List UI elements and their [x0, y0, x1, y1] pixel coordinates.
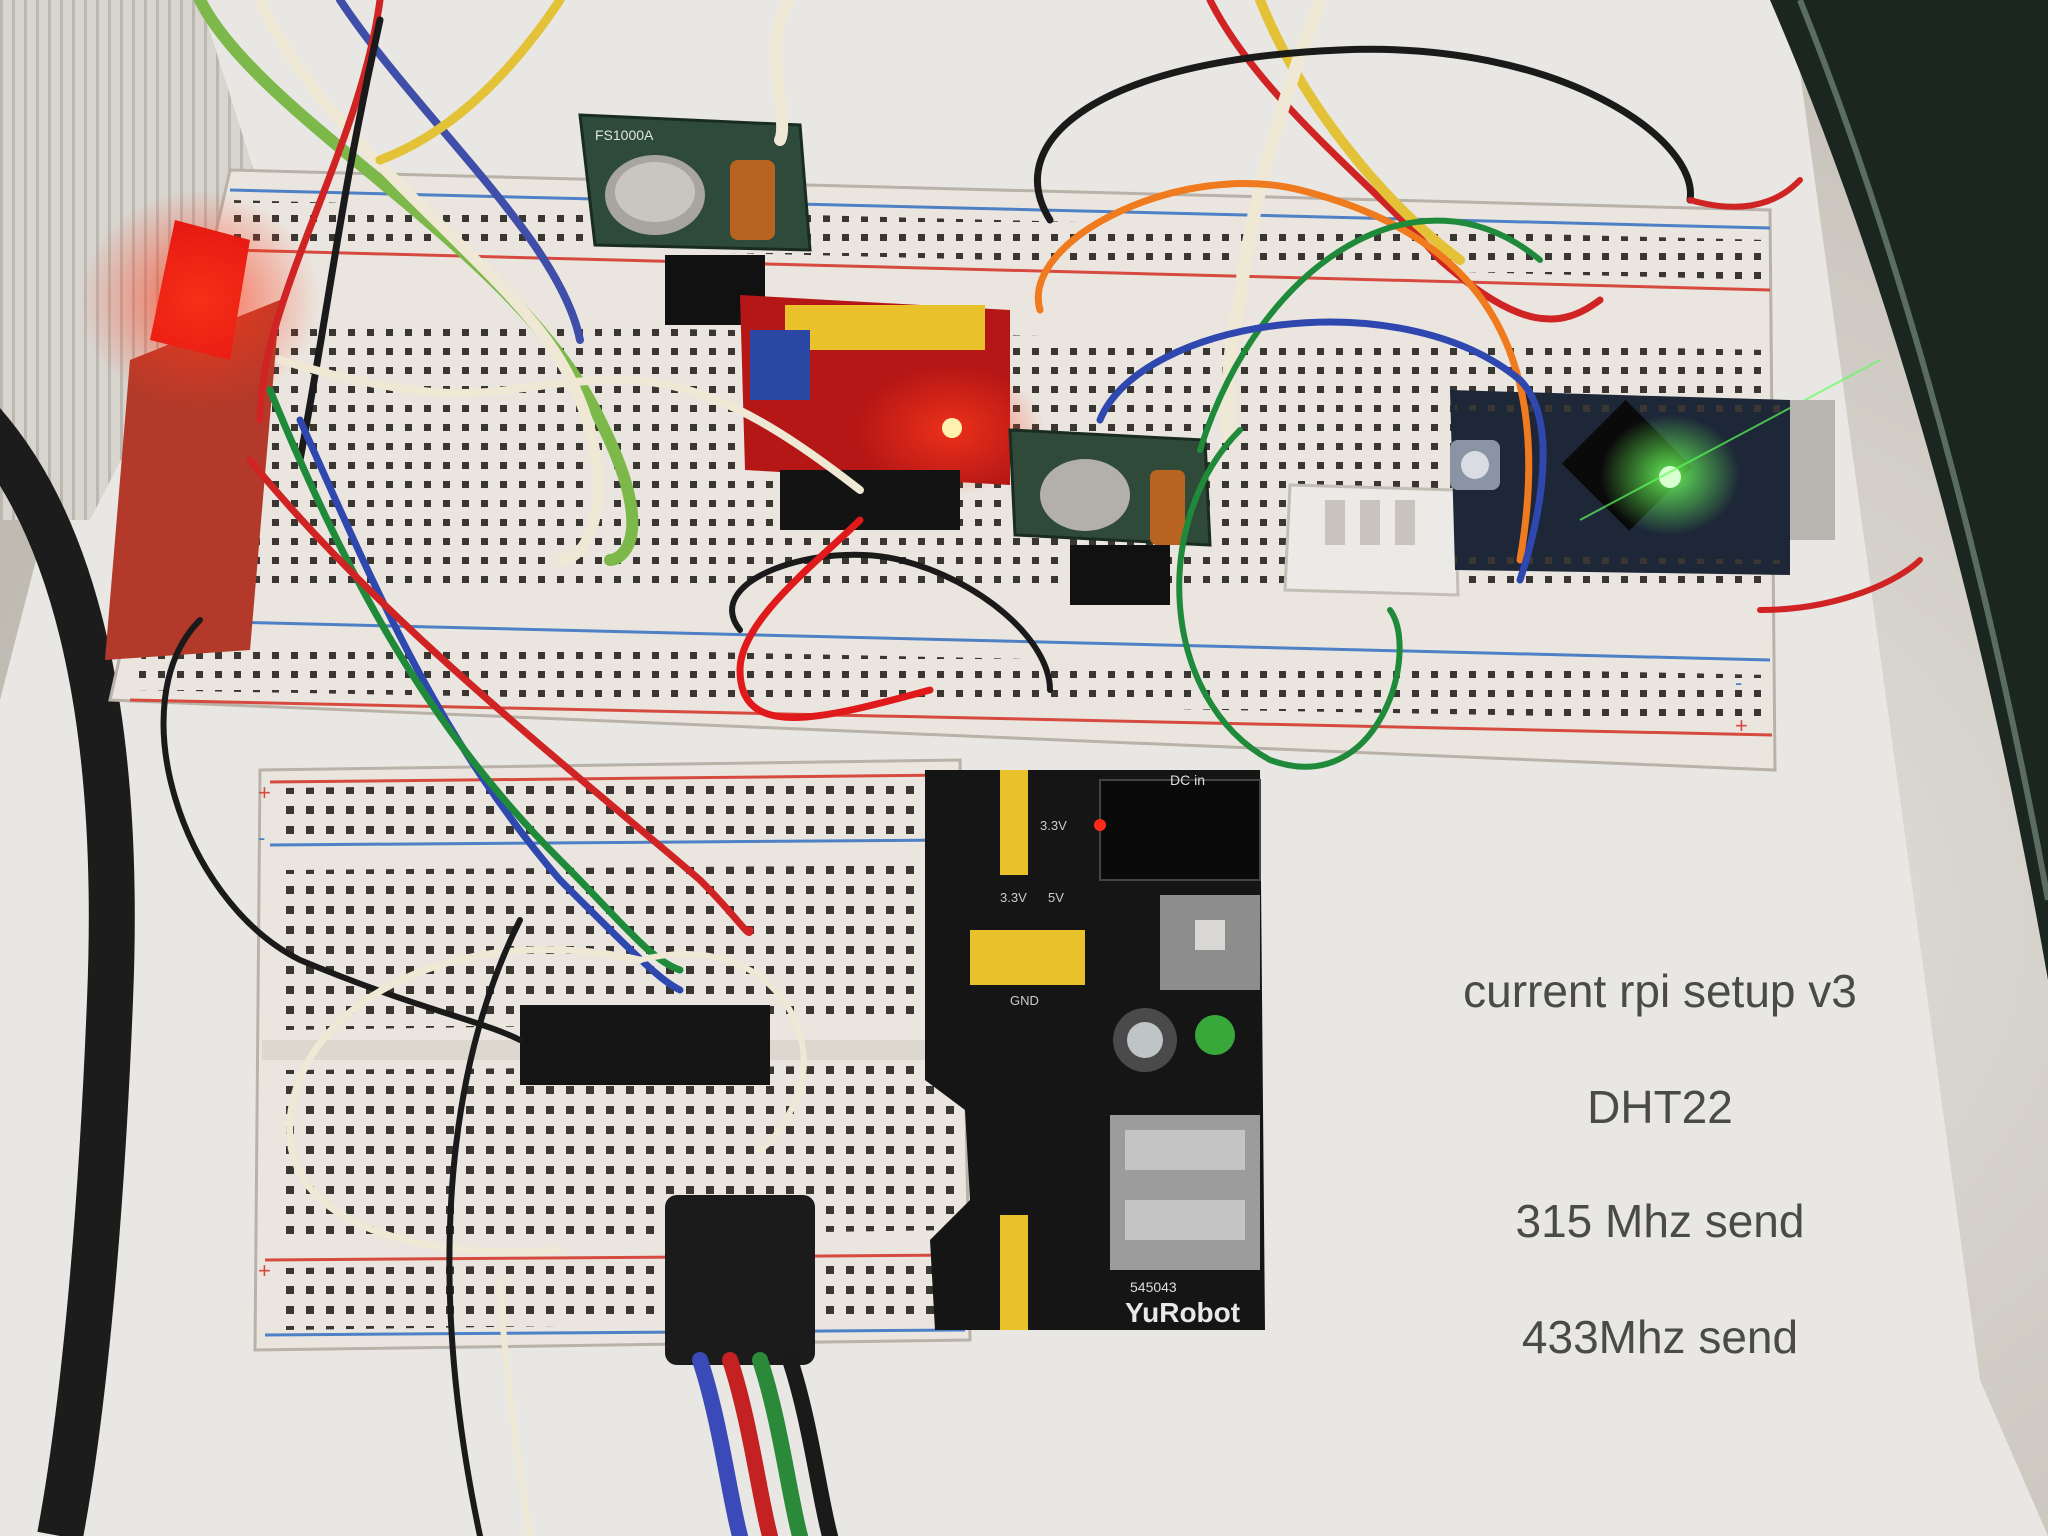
pm-model-number: 545043 — [1130, 1279, 1177, 1295]
jumper-wires — [160, 0, 1923, 1536]
black-power-cable — [0, 408, 135, 1536]
dht22-sensor — [1283, 483, 1460, 597]
dc-in-label: DC in — [1170, 772, 1205, 788]
pm-brand: YuRobot — [1125, 1297, 1240, 1328]
pm-label-33v-top: 3.3V — [1040, 818, 1067, 833]
rail-plus-label-1: + — [1735, 713, 1748, 738]
rail-plus-label-3: + — [258, 1258, 271, 1283]
pi-cobbler-board — [80, 190, 320, 660]
rail-minus-label-1: - — [1735, 670, 1742, 695]
pm-label-5v: 5V — [1048, 890, 1064, 905]
red-driver-module — [740, 295, 1045, 530]
caption-setup-title: current rpi setup v3 — [1463, 965, 1857, 1017]
monitor-edge — [1770, 0, 2048, 980]
caption-433mhz: 433Mhz send — [1521, 1311, 1799, 1363]
dip-ic-chip — [520, 1005, 770, 1085]
rail-plus-label-2: + — [258, 780, 271, 805]
green-status-led — [1659, 466, 1681, 488]
caption-dht22: DHT22 — [1587, 1081, 1733, 1133]
pm-label-gnd: GND — [1010, 993, 1039, 1008]
pm-label-5v-top: 3.3V — [1000, 890, 1027, 905]
breadboard-power-module: DC in 3.3V 3.3V 5V GND 545043 YuRobot — [925, 770, 1265, 1330]
rf-transmitter-top: FS1000A — [578, 113, 812, 325]
caption-315mhz: 315 Mhz send — [1515, 1195, 1805, 1247]
red-status-led — [942, 418, 962, 438]
rail-minus-label-2: - — [258, 825, 265, 850]
rgb-connector — [665, 1195, 815, 1365]
rf-transmitter-middle — [1008, 428, 1212, 605]
rf-module-marking: FS1000A — [595, 127, 654, 143]
